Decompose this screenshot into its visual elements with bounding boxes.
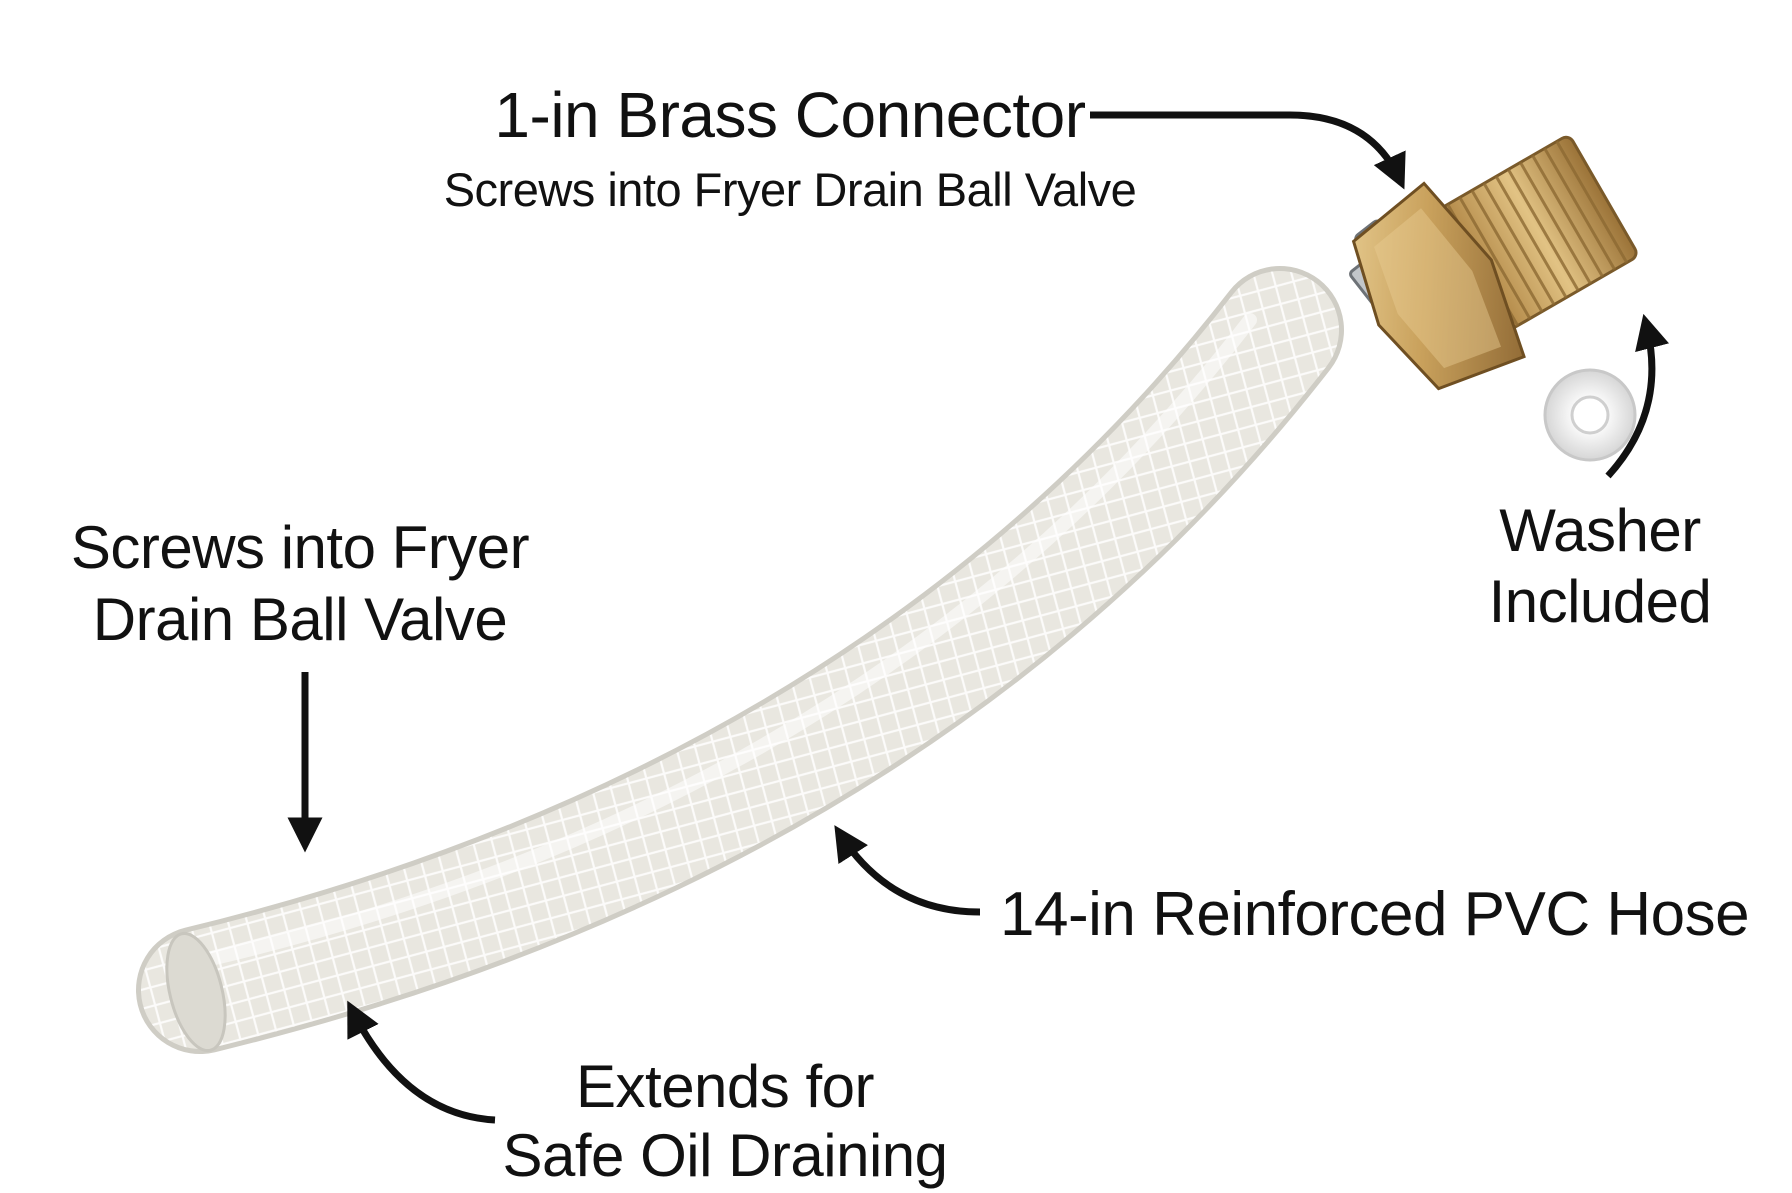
pvc-hose bbox=[136, 266, 1344, 1054]
extends-label-line2: Safe Oil Draining bbox=[502, 1122, 948, 1189]
washer bbox=[1543, 368, 1637, 462]
hose-label-text: 14-in Reinforced PVC Hose bbox=[1000, 880, 1750, 949]
hose-label: 14-in Reinforced PVC Hose bbox=[1000, 880, 1750, 949]
brass-connector-title: 1-in Brass Connector bbox=[494, 79, 1086, 151]
extends-label-line1: Extends for bbox=[576, 1053, 875, 1120]
left-end-label-line1: Screws into Fryer bbox=[70, 514, 530, 581]
arrow-hose bbox=[834, 825, 981, 916]
arrow-brass-connector bbox=[1090, 111, 1406, 190]
left-end-label: Screws into Fryer Drain Ball Valve bbox=[40, 512, 560, 656]
washer-label-line1: Washer bbox=[1499, 497, 1701, 564]
washer-label-line2: Included bbox=[1488, 567, 1712, 635]
extends-label: Extends for Safe Oil Draining bbox=[460, 1052, 990, 1190]
brass-connector bbox=[1351, 135, 1638, 391]
arrow-extends bbox=[347, 1000, 496, 1124]
washer-label: Washer Included bbox=[1440, 496, 1760, 638]
brass-connector-subtitle: Screws into Fryer Drain Ball Valve bbox=[443, 162, 1137, 216]
left-end-label-line2: Drain Ball Valve bbox=[92, 586, 508, 653]
arrow-washer bbox=[1605, 313, 1670, 479]
brass-connector-label: 1-in Brass Connector Screws into Fryer D… bbox=[410, 79, 1170, 216]
